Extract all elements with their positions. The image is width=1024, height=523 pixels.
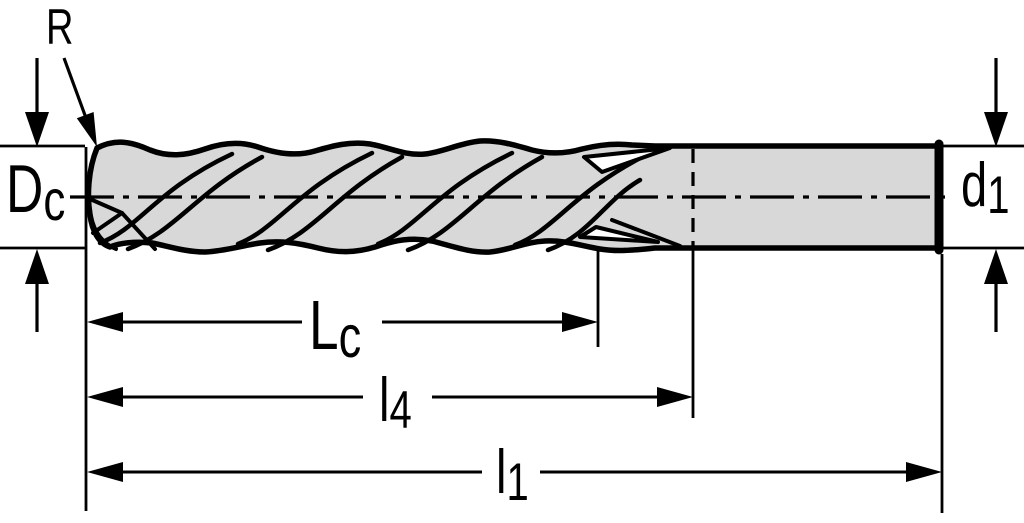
flute-runout-bottom-sliver — [578, 225, 660, 244]
flute-edge-line — [405, 154, 545, 253]
l4-length-label-text: l — [379, 366, 390, 435]
dc-bottom-arrowhead — [25, 249, 49, 284]
flute-runout-line — [610, 218, 682, 248]
cutting-diameter-arrows — [25, 58, 49, 332]
d1-top-arrowhead — [984, 112, 1008, 147]
flute-edge-line — [375, 150, 515, 247]
flute-edge-line — [512, 151, 651, 248]
corner-radius-label-text: R — [46, 0, 74, 55]
flute-runout-top-wedge — [582, 146, 672, 174]
shank-diameter-label-text: d — [961, 151, 988, 220]
end-face-corner-line — [120, 211, 157, 251]
corner-radius-label: R — [46, 2, 73, 52]
lc-left-arrowhead — [87, 312, 123, 332]
flute-edge-line — [235, 150, 375, 247]
shank-diameter-label: d1 — [961, 155, 1009, 223]
flute-helix-lines — [97, 150, 651, 253]
radius-leader-line — [62, 57, 88, 119]
flute-edge-line — [265, 154, 405, 253]
diameter-reference-lines — [0, 144, 1024, 250]
d1-bottom-arrowhead — [984, 249, 1008, 284]
extension-lines — [84, 147, 944, 513]
flute-edge-line — [545, 177, 643, 253]
tool-body — [85, 138, 944, 255]
lc-right-arrowhead — [562, 312, 598, 332]
cutting-diameter-label-text: D — [6, 151, 44, 227]
l1-right-arrowhead — [906, 462, 942, 482]
shank-diameter-arrows — [984, 58, 1008, 332]
shank-diameter-label-subscript: 1 — [987, 166, 1010, 226]
cutting-length-label-text: L — [309, 286, 339, 364]
l4-left-arrowhead — [87, 387, 123, 407]
cutting-length-label-subscript: c — [338, 303, 362, 371]
flute-edge-line — [97, 151, 235, 246]
cutting-diameter-label: Dc — [6, 155, 65, 230]
dc-top-arrowhead — [25, 112, 49, 147]
l4-right-arrowhead — [657, 387, 693, 407]
flute-runout-details — [578, 146, 682, 248]
dimension-l4 — [87, 387, 693, 407]
cutting-length-label: Lc — [309, 290, 361, 367]
dimension-l1 — [87, 462, 942, 482]
l4-length-label: l4 — [379, 370, 412, 438]
end-face-edge — [86, 148, 118, 251]
end-face-details — [86, 148, 157, 251]
l4-length-label-subscript: 4 — [389, 381, 412, 441]
overall-length-label-text: l — [496, 438, 507, 507]
cutting-diameter-label-subscript: c — [43, 169, 66, 234]
overall-length-label: l1 — [496, 442, 529, 510]
dimension-lc — [87, 312, 598, 332]
overall-length-label-subscript: 1 — [506, 453, 529, 513]
corner-radius-leader — [62, 57, 97, 147]
l1-left-arrowhead — [87, 462, 123, 482]
radius-leader-arrowhead — [76, 112, 97, 147]
flute-edge-line — [125, 154, 265, 252]
